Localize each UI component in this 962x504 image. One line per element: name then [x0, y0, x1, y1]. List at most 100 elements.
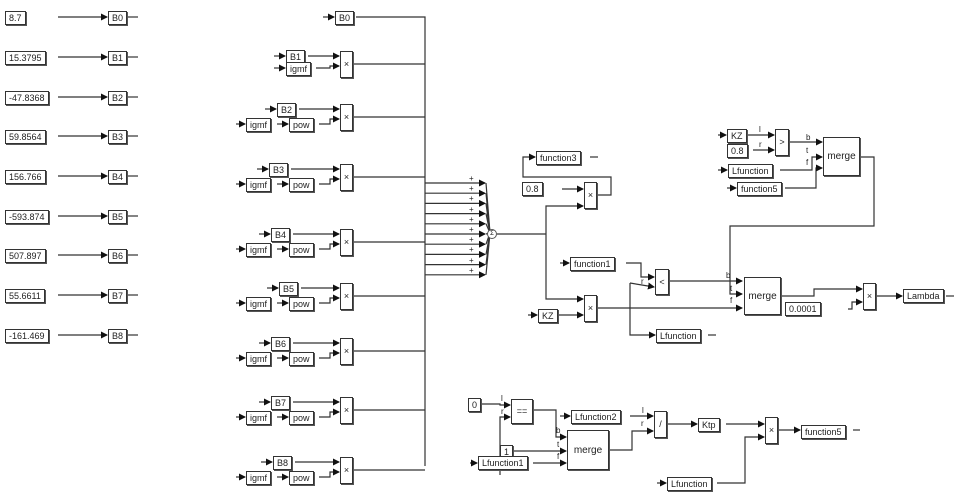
equals-block[interactable]: ==	[511, 399, 533, 424]
constant-value-label: 156.766	[9, 172, 42, 182]
coef-block[interactable]: B6	[271, 337, 291, 351]
merge-label: merge	[573, 444, 603, 456]
merge-block-top[interactable]: merge	[823, 137, 860, 176]
sum-block[interactable]: Σ	[487, 229, 497, 239]
multiply-block[interactable]: ×	[340, 51, 353, 78]
lfunction1-block[interactable]: Lfunction1	[478, 456, 528, 470]
multiply-block[interactable]: ×	[340, 457, 353, 484]
wire-l	[481, 401, 511, 409]
kz-block-top[interactable]: KZ	[727, 129, 747, 143]
coef-block[interactable]: B7	[271, 396, 291, 410]
coefficient-b4-block[interactable]: B4	[108, 170, 128, 184]
igmf-block[interactable]: igmf	[246, 243, 272, 257]
coef-block[interactable]: B2	[277, 103, 297, 117]
constant-value-block[interactable]: 55.6611	[5, 289, 45, 303]
coefficient-b2-block[interactable]: B2	[108, 91, 128, 105]
constant-value-block[interactable]: -47.8368	[5, 91, 49, 105]
function5-block-top[interactable]: function5	[737, 182, 782, 196]
multiply-block[interactable]: ×	[340, 338, 353, 365]
divide-block[interactable]: /	[654, 411, 667, 438]
multiply-symbol: ×	[343, 465, 350, 475]
coef-label: B4	[275, 230, 287, 240]
wire-function1	[626, 262, 655, 281]
plus-sign: +	[469, 225, 474, 234]
merge-block-bottom[interactable]: merge	[567, 430, 609, 470]
coefficient-b3-block[interactable]: B3	[108, 130, 128, 144]
lfunction-block-mid[interactable]: Lfunction	[656, 329, 701, 343]
igmf-block[interactable]: igmf	[246, 352, 272, 366]
pow-block[interactable]: pow	[289, 243, 314, 257]
multiply-block[interactable]: ×	[340, 229, 353, 256]
constant-value-block[interactable]: -161.469	[5, 329, 49, 343]
lfunction-block-top[interactable]: Lfunction	[728, 164, 773, 178]
ktp-block[interactable]: Ktp	[698, 418, 720, 432]
merge-block-mid[interactable]: merge	[744, 277, 781, 315]
function5-block-bottom[interactable]: function5	[801, 425, 846, 439]
igmf-label: igmf	[250, 120, 268, 130]
greater-than-block[interactable]: >	[775, 129, 789, 156]
coefficient-b5-block[interactable]: B5	[108, 210, 128, 224]
port-label-f: f	[557, 452, 560, 461]
port-label-t: t	[730, 284, 733, 293]
constant-value-block[interactable]: -593.874	[5, 210, 49, 224]
port-label-r: r	[641, 277, 644, 286]
igmf-block[interactable]: igmf	[246, 471, 272, 485]
multiply-block[interactable]: ×	[340, 283, 353, 310]
coefficient-b8-block[interactable]: B8	[108, 329, 128, 343]
lambda-block[interactable]: Lambda	[903, 289, 944, 303]
constant-value-block[interactable]: 15.3795	[5, 51, 46, 65]
wire-function3	[522, 153, 612, 196]
multiply-block-function3[interactable]: ×	[584, 182, 597, 209]
const-0.0001-block[interactable]: 0.0001	[785, 302, 821, 316]
const-0.8-block[interactable]: 0.8	[522, 182, 543, 196]
coef-label: B8	[277, 458, 289, 468]
igmf-block[interactable]: igmf	[246, 118, 272, 132]
igmf-block[interactable]: igmf	[246, 178, 272, 192]
const-1-block[interactable]: 1	[500, 445, 514, 459]
ktp-label: Ktp	[702, 420, 716, 430]
const-0-block[interactable]: 0	[468, 398, 482, 412]
greater-than-symbol: >	[779, 137, 785, 147]
multiply-block-function5[interactable]: ×	[765, 417, 778, 444]
multiply-symbol: ×	[343, 112, 350, 122]
igmf-block[interactable]: igmf	[246, 297, 272, 311]
port-label-t: t	[806, 146, 809, 155]
pow-block[interactable]: pow	[289, 118, 314, 132]
constant-value-block[interactable]: 507.897	[5, 249, 46, 263]
igmf-block[interactable]: igmf	[246, 411, 272, 425]
pow-block[interactable]: pow	[289, 471, 314, 485]
wire-pow	[319, 115, 340, 125]
function3-block[interactable]: function3	[536, 151, 581, 165]
kz-block-mid[interactable]: KZ	[538, 309, 558, 323]
coef-block[interactable]: B3	[269, 163, 289, 177]
pow-block[interactable]: pow	[289, 297, 314, 311]
igmf-block[interactable]: igmf	[286, 62, 312, 76]
const-0.8-block-top[interactable]: 0.8	[727, 144, 748, 158]
coefficient-b6-block[interactable]: B6	[108, 249, 128, 263]
coef-block[interactable]: B5	[279, 282, 299, 296]
divide-symbol: /	[659, 419, 662, 429]
constant-value-block[interactable]: 59.8564	[5, 130, 46, 144]
function1-block[interactable]: function1	[570, 257, 615, 271]
coef-block[interactable]: B4	[271, 228, 291, 242]
multiply-block[interactable]: ×	[340, 164, 353, 191]
multiply-symbol: ×	[343, 405, 350, 415]
multiply-block[interactable]: ×	[340, 104, 353, 131]
coefficient-b0-block[interactable]: B0	[108, 11, 128, 25]
coefficient-b7-block[interactable]: B7	[108, 289, 128, 303]
lfunction2-block[interactable]: Lfunction2	[571, 410, 621, 424]
coef-block[interactable]: B8	[273, 456, 293, 470]
constant-value-block[interactable]: 156.766	[5, 170, 46, 184]
pow-block[interactable]: pow	[289, 178, 314, 192]
b0-input-block[interactable]: B0	[335, 11, 355, 25]
lfunction-block-bottom[interactable]: Lfunction	[667, 477, 712, 491]
constant-value-block[interactable]: 8.7	[5, 11, 26, 25]
coefficient-b1-block[interactable]: B1	[108, 51, 128, 65]
less-than-block[interactable]: <	[655, 269, 669, 295]
multiply-block-kz[interactable]: ×	[584, 295, 597, 322]
multiply-block-lambda[interactable]: ×	[863, 283, 876, 310]
pow-block[interactable]: pow	[289, 352, 314, 366]
b0-input-label: B0	[339, 13, 351, 23]
multiply-block[interactable]: ×	[340, 397, 353, 424]
pow-block[interactable]: pow	[289, 411, 314, 425]
